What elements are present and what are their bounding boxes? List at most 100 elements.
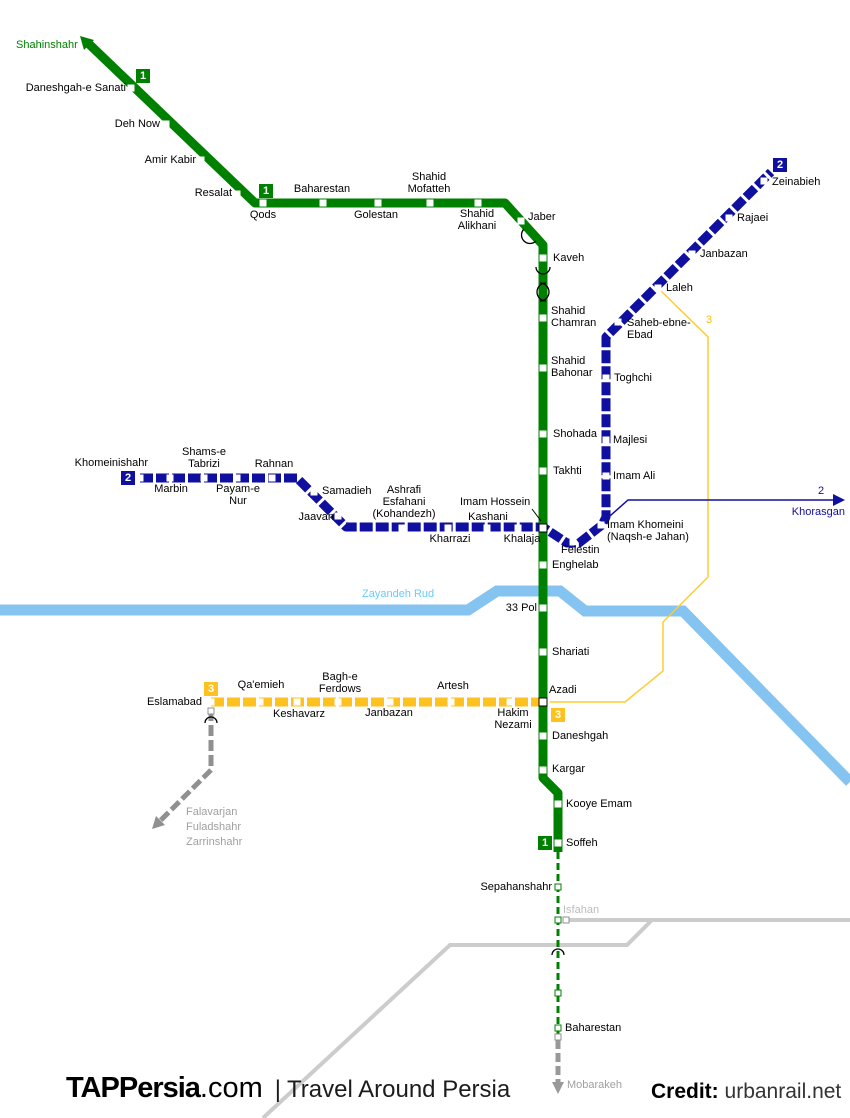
station-marker-shahid-bahonar: [539, 364, 547, 372]
station-marker-saheb-ebne-ebad: [614, 318, 622, 326]
station-label-janbazan-2: Janbazan: [700, 248, 748, 260]
station-label-khalaja: Khalaja: [503, 533, 541, 545]
station-marker-unnamed: [554, 989, 562, 997]
station-marker-laleh: [654, 284, 662, 292]
station-marker-imam-khomeini: [597, 521, 605, 529]
station-marker-kashani: [483, 524, 491, 532]
station-label-imam-ali: Imam Ali: [613, 470, 656, 482]
station-label-sepahanshahr: Sepahanshahr: [480, 881, 552, 893]
station-label-imam-khomeini: Imam Khomeini (Naqsh-e Jahan): [607, 519, 689, 543]
station-label-shariati: Shariati: [552, 646, 590, 658]
station-label-eslamabad: Eslamabad: [146, 696, 202, 708]
station-marker-baharestan: [319, 199, 327, 207]
station-marker-daneshgah: [539, 732, 547, 740]
station-marker-sepahanshahr: [554, 883, 562, 891]
station-label-imam-hossein: Imam Hossein: [460, 496, 531, 508]
station-marker-resalat: [233, 190, 241, 198]
station-marker-marbin: [166, 474, 174, 482]
line1-badge-north: 1: [136, 69, 150, 83]
rail-crossing-arc-kaveh: [535, 266, 551, 275]
station-marker-zeinabieh: [760, 177, 768, 185]
station-marker-soffeh: [554, 839, 562, 847]
station-label-shohada: Shohada: [553, 428, 598, 440]
line2-badge-zeinabieh: 2: [773, 158, 787, 172]
station-marker-toghchi: [602, 374, 610, 382]
station-marker-eslamabad-rail: [207, 707, 215, 715]
station-marker-baharestan-rail: [554, 1033, 562, 1041]
station-label-azadi: Azadi: [549, 684, 577, 696]
station-label-shahid-bahonar: Shahid Bahonar: [551, 355, 593, 379]
station-label-qods: Qods: [249, 209, 277, 221]
station-marker-rajaei: [725, 214, 733, 222]
credit-line: Credit: urbanrail.net: [651, 1080, 841, 1104]
station-marker-jaavan: [334, 512, 342, 520]
station-label-artesh: Artesh: [437, 680, 469, 692]
station-marker-takhti: [539, 467, 547, 475]
station-label-majlesi: Majlesi: [613, 434, 648, 446]
credit-value: urbanrail.net: [724, 1080, 842, 1103]
station-label-daneshgah-sanati: Daneshgah-e Sanati: [25, 82, 126, 94]
line1-badge-soffeh: 1: [538, 836, 552, 850]
khorasgan-line-number: 2: [818, 485, 825, 497]
station-label-kashani: Kashani: [468, 511, 508, 523]
station-label-janbazan-3: Janbazan: [365, 707, 413, 719]
station-label-toghchi: Toghchi: [614, 372, 652, 384]
station-marker-jaber: [517, 217, 525, 225]
rail-crossing-arc-jaber: [520, 228, 537, 245]
brand-name: TAPPersia: [66, 1072, 201, 1104]
line3-badge-eslamabad: 3: [204, 682, 218, 696]
line2-badge-khomeinishahr: 2: [121, 471, 135, 485]
station-label-samadieh: Samadieh: [322, 485, 372, 497]
mobarakeh-arrow: [552, 1082, 564, 1094]
station-label-rajaei: Rajaei: [737, 212, 769, 224]
station-label-jaber: Jaber: [528, 211, 556, 223]
station-marker-baharestan-south: [554, 1024, 562, 1032]
station-label-kaveh: Kaveh: [553, 252, 585, 264]
station-marker-hakim-nezami: [506, 698, 514, 706]
river-label: Zayandeh Rud: [362, 588, 435, 600]
station-label-amir-kabir: Amir Kabir: [144, 154, 196, 166]
station-marker-eslamabad: [207, 698, 215, 706]
station-marker-ashrafi: [398, 524, 406, 532]
station-marker-khomeinishahr: [136, 474, 144, 482]
station-marker-daneshgah-sanati: [127, 84, 135, 92]
brand-separator: |: [274, 1076, 281, 1103]
line3-badge-azadi: 3: [551, 708, 565, 722]
station-marker-felestin: [569, 538, 577, 546]
station-label-jaavan: Jaavan: [298, 511, 334, 523]
station-label-resalat: Resalat: [194, 187, 232, 199]
station-marker-shariati: [539, 648, 547, 656]
line3-planned-number: 3: [706, 314, 713, 326]
branch-label-zarrinshahr: Zarrinshahr: [186, 836, 243, 848]
station-marker-janbazan-3: [386, 698, 394, 706]
station-marker-shohada: [539, 430, 547, 438]
station-marker-shahid-alikhani: [474, 199, 482, 207]
station-label-kooye-emam: Kooye Emam: [566, 798, 633, 810]
station-label-shahid-mofatteh: Shahid Mofatteh: [407, 171, 451, 195]
station-marker-isfahan-metro: [554, 916, 562, 924]
station-label-marbin: Marbin: [154, 483, 188, 495]
line2-khorasgan-path: [601, 499, 836, 524]
station-label-golestan: Golestan: [353, 209, 399, 221]
station-marker-azadi: [538, 697, 548, 707]
brand-tagline: Travel Around Persia: [287, 1076, 511, 1103]
station-marker-deh-now: [162, 120, 170, 128]
station-label-shams-tabrizi: Shams-e Tabrizi: [181, 446, 227, 470]
station-marker-shams-tabrizi: [200, 474, 208, 482]
station-marker-kaveh: [539, 254, 547, 262]
line1-badge-qods: 1: [259, 184, 273, 198]
station-label-daneshgah: Daneshgah: [552, 730, 609, 742]
station-label-khomeinishahr: Khomeinishahr: [74, 457, 148, 469]
branch-label-fuladshahr: Fuladshahr: [186, 821, 242, 833]
station-label-khorasgan: Khorasgan: [791, 506, 845, 518]
station-marker-kharrazi: [444, 524, 452, 532]
station-label-zeinabieh: Zeinabieh: [772, 176, 821, 188]
station-marker-qaemieh: [256, 698, 264, 706]
station-label-keshavarz: Keshavarz: [273, 708, 325, 720]
station-label-baharestan-south: Baharestan: [565, 1022, 622, 1034]
station-marker-janbazan-2: [688, 250, 696, 258]
rail-crossing-arc-south: [551, 948, 565, 956]
station-label-kharrazi: Kharrazi: [429, 533, 471, 545]
station-label-payam-nur: Payam-e Nur: [215, 483, 261, 507]
